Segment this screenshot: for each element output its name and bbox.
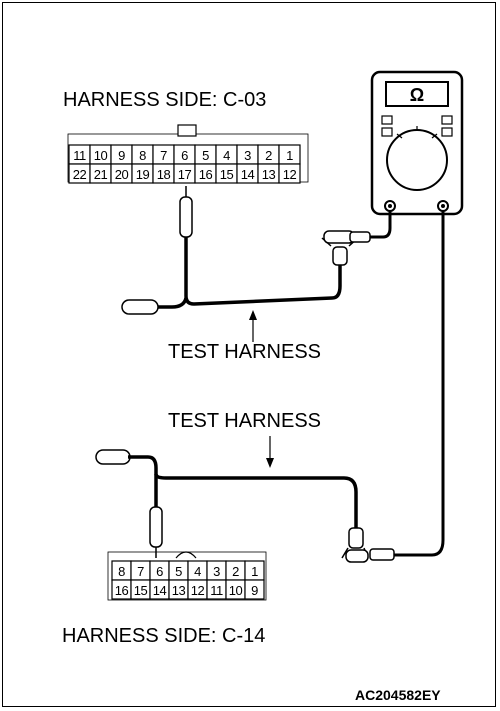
connector-c03-pin-number: 15 — [220, 167, 234, 182]
meter-button-icon — [441, 127, 453, 137]
meter-button-icon — [441, 115, 453, 125]
connector-c03-pin-number: 21 — [94, 167, 108, 182]
connector-c14-pin-number: 16 — [115, 583, 129, 598]
connector-c03-pin-number: 6 — [181, 148, 188, 163]
connector-c03-pin-number: 19 — [136, 167, 150, 182]
harness-wire — [128, 455, 158, 510]
connector-c03-pin-number: 1 — [286, 148, 293, 163]
connector-c03-pin-number: 4 — [223, 148, 230, 163]
connector-c14-pin-number: 9 — [251, 583, 258, 598]
connector-c14-pin-number: 10 — [229, 583, 243, 598]
probe-plug-icon — [95, 449, 131, 465]
connector-c03-pin-number: 12 — [283, 167, 297, 182]
harness-wire — [184, 237, 342, 306]
alligator-clip-icon — [348, 527, 364, 549]
harness-side-c03-label: HARNESS SIDE: C-03 — [63, 89, 266, 111]
connector-c14-pin-number: 7 — [137, 564, 144, 579]
connector-c03-pin-number: 10 — [94, 148, 108, 163]
rotary-dial-icon — [386, 129, 448, 191]
connector-c14-pin-number: 14 — [153, 583, 167, 598]
connector-c03-pin-number: 17 — [178, 167, 192, 182]
test-lead-wire — [394, 210, 445, 557]
connector-c03-pin-number: 14 — [241, 167, 255, 182]
dial-tick — [396, 133, 403, 139]
connector-c03-pin-number: 8 — [139, 148, 146, 163]
alligator-clip-icon — [332, 246, 348, 266]
connector-c14-pin-number: 1 — [251, 564, 258, 579]
connector-c03-pin-number: 7 — [160, 148, 167, 163]
test-lead-plug-icon — [369, 548, 395, 561]
connector-c03-pin-number: 5 — [202, 148, 209, 163]
connector-c14-pin-number: 15 — [134, 583, 148, 598]
connector-c14-pin-number: 11 — [210, 583, 223, 598]
connector-c03-pin-cell — [278, 163, 301, 184]
connector-c03-pin-number: 22 — [73, 167, 87, 182]
connector-c14-pin-number: 12 — [191, 583, 205, 598]
probe-plug-icon — [121, 299, 159, 315]
dial-tick — [431, 133, 438, 139]
test-harness-lower — [95, 210, 445, 563]
ohm-symbol: Ω — [410, 85, 424, 105]
probe-pin-icon — [179, 196, 193, 238]
connector-c14-pin-number: 3 — [213, 564, 220, 579]
connector-c14-pin-cell — [244, 579, 265, 600]
connector-c03-pin-number: 13 — [262, 167, 276, 182]
multimeter-display — [385, 81, 449, 107]
test-harness-upper — [121, 186, 392, 342]
test-harness-lower-label: TEST HARNESS — [168, 410, 321, 432]
connector-c14-latch — [175, 551, 197, 559]
connector-c03-pin-number: 3 — [244, 148, 251, 163]
connector-c03-pin-number: 18 — [157, 167, 171, 182]
figure-frame — [2, 2, 496, 707]
connector-c03-pin-number: 9 — [118, 148, 125, 163]
test-lead-plug-icon — [349, 231, 371, 243]
test-lead-wire — [370, 210, 392, 239]
arrow-up-icon — [249, 310, 257, 320]
connector-c03-pin-number: 2 — [265, 148, 272, 163]
arrow-down-icon — [266, 458, 274, 468]
connector-c03-latch — [177, 124, 197, 137]
meter-button-icon — [381, 127, 393, 137]
connector-c03-pin-number: 20 — [115, 167, 129, 182]
connector-c14-pin-number: 8 — [118, 564, 125, 579]
multimeter: Ω — [370, 70, 464, 216]
test-harness-upper-label: TEST HARNESS — [168, 341, 321, 363]
connector-c14-pin-number: 5 — [175, 564, 182, 579]
connector-c14-pin-number: 2 — [232, 564, 239, 579]
harness-side-c14-label: HARNESS SIDE: C-14 — [62, 625, 265, 647]
connector-c03-pin-number: 11 — [73, 148, 86, 163]
connector-c14-pin-number: 6 — [156, 564, 163, 579]
meter-button-icon — [381, 115, 393, 125]
connector-c14-pin-number: 13 — [172, 583, 186, 598]
alligator-clip-jaw — [345, 549, 369, 563]
probe-pin-icon — [149, 506, 163, 548]
figure-code: AC204582EY — [355, 687, 441, 703]
connector-c03-pin-number: 16 — [199, 167, 213, 182]
connector-c14-pin-number: 4 — [194, 564, 201, 579]
